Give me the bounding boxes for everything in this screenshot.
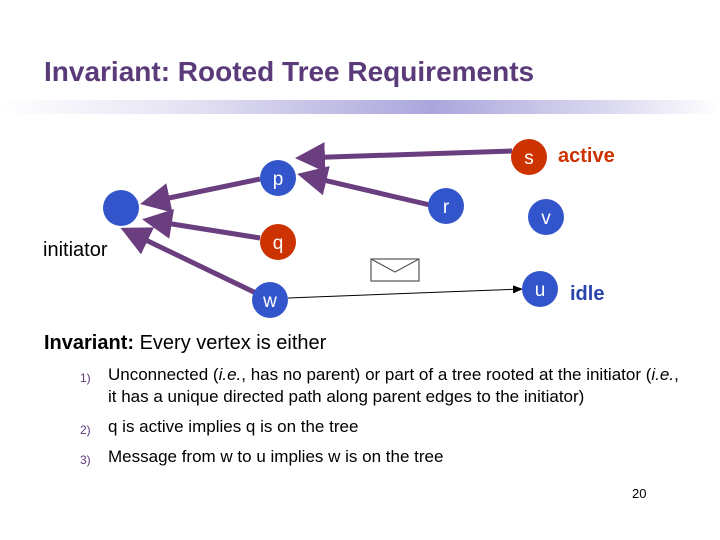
- envelope-icon: [370, 258, 420, 282]
- invariant-item-text: Message from w to u implies w is on the …: [108, 447, 444, 466]
- edge-s-to-p: [295, 142, 513, 173]
- node-initiator-circle: [103, 190, 139, 226]
- invariant-item-number: 2): [80, 423, 91, 437]
- invariant-item-number: 1): [80, 371, 91, 385]
- invariant-item-number: 3): [80, 453, 91, 467]
- node-v-label: v: [541, 208, 551, 229]
- node-initiator: [103, 190, 139, 226]
- node-s-label: s: [524, 148, 534, 169]
- node-r: r: [428, 188, 464, 224]
- edge-r-to-p: [297, 166, 431, 208]
- node-w-label: w: [262, 291, 277, 312]
- invariant-item-3: 3) Message from w to u implies w is on th…: [80, 446, 680, 468]
- node-p-label: p: [273, 169, 284, 190]
- page-number: 20: [632, 486, 647, 501]
- invariant-item-text: i.e.: [218, 365, 242, 384]
- node-w: w: [252, 282, 288, 318]
- invariant-list: 1)Unconnected (i.e., has no parent) or p…: [80, 364, 680, 476]
- node-s: s: [511, 139, 547, 175]
- invariant-item-text: , it has a unique directed path along pa…: [108, 365, 679, 406]
- edge-p-to-initiator: [140, 176, 261, 213]
- slide-title: Invariant: Rooted Tree Requirements: [44, 56, 535, 87]
- invariant-lead-rest: Every vertex is either: [134, 332, 327, 354]
- invariant-item-1: 1)Unconnected (i.e., has no parent) or p…: [80, 364, 680, 408]
- edge-q-to-initiator: [142, 209, 261, 241]
- invariant-item-text: Unconnected (: [108, 365, 219, 384]
- idle-label: idle: [570, 283, 604, 305]
- node-r-label: r: [443, 197, 450, 218]
- active-label: active: [558, 145, 615, 167]
- title-underline-bar: [0, 100, 720, 114]
- node-u-label: u: [535, 280, 546, 301]
- node-q-label: q: [273, 233, 284, 254]
- invariant-heading: Invariant: Every vertex is either: [44, 332, 326, 355]
- invariant-item-text: q is active implies q is on the tree: [108, 417, 359, 436]
- node-p: p: [260, 160, 296, 196]
- node-q: q: [260, 224, 296, 260]
- invariant-item-text: i.e.: [651, 365, 675, 384]
- invariant-item-2: 2) q is active implies q is on the tree: [80, 416, 680, 438]
- message-w-to-u: [287, 285, 523, 299]
- tree-diagram: p q w r s v u initiator active idle: [43, 139, 615, 318]
- node-u: u: [522, 271, 558, 307]
- invariant-item-text: , has no parent) or part of a tree roote…: [241, 365, 652, 384]
- invariant-lead-bold: Invariant:: [44, 332, 135, 354]
- initiator-label: initiator: [43, 239, 108, 261]
- edge-w-to-initiator: [120, 227, 260, 297]
- node-v: v: [528, 199, 564, 235]
